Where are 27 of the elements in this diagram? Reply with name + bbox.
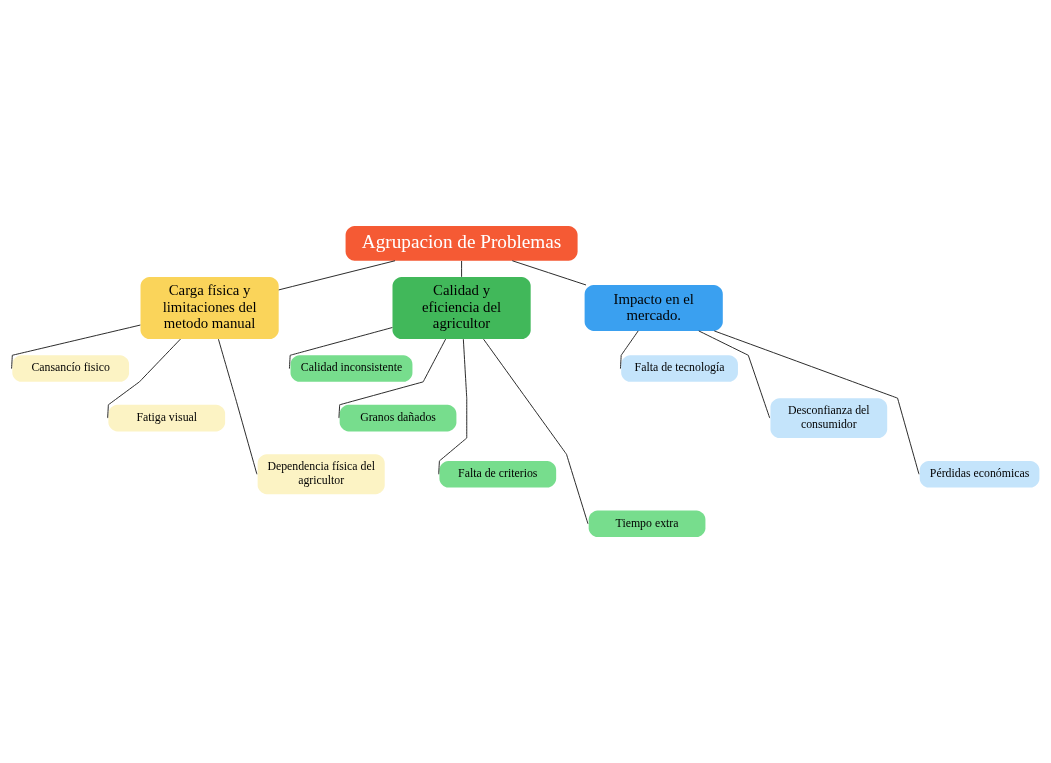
- connector: [438, 338, 468, 475]
- connector: [11, 324, 141, 370]
- node-box: Pérdidas económicas: [919, 460, 1040, 488]
- node-box: Calidad inconsistente: [290, 355, 413, 382]
- node-box: Falta de tecnología: [621, 355, 738, 382]
- node-box: Dependencia física del agricultor: [257, 454, 385, 495]
- connector: [278, 260, 396, 291]
- connector: [698, 330, 771, 419]
- node-box: Cansancío fisico: [12, 355, 130, 382]
- connector: [511, 260, 587, 286]
- connector: [107, 338, 181, 419]
- connector: [461, 260, 463, 278]
- node-box: Tiempo extra: [588, 510, 706, 538]
- connector: [338, 338, 447, 419]
- node-box: Falta de criterios: [439, 460, 557, 488]
- node-box: Desconfianza del consumidor: [770, 398, 888, 439]
- node-box: Impacto en el mercado.: [584, 285, 723, 331]
- node-box: Agrupacion de Problemas: [345, 225, 578, 261]
- node-box: Carga física y limitaciones del metodo manual: [140, 276, 279, 339]
- connector: [217, 338, 258, 475]
- connector: [619, 330, 639, 370]
- node-box: Granos dañados: [339, 404, 457, 432]
- node-box: Fatiga visual: [108, 404, 226, 432]
- connector: [288, 327, 393, 370]
- connector: [483, 338, 589, 525]
- connector: [713, 330, 920, 475]
- node-box: Calidad y eficiencia del agricultor: [392, 276, 531, 339]
